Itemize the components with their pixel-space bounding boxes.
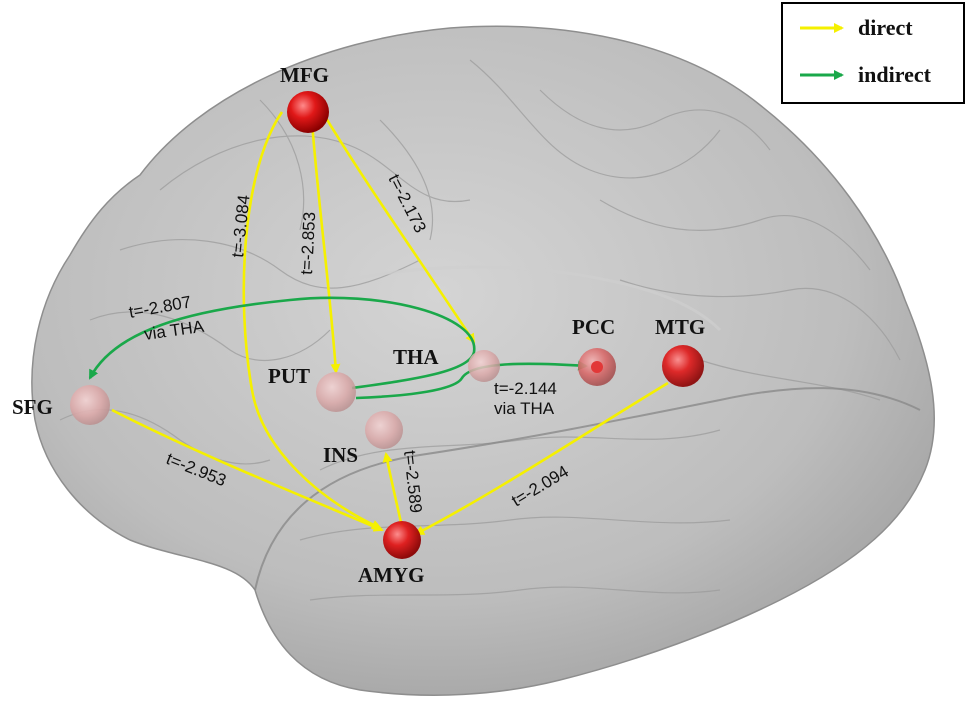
label-pcc: PCC xyxy=(572,315,615,339)
node-amyg xyxy=(383,521,421,559)
node-mtg xyxy=(662,345,704,387)
node-sfg xyxy=(70,385,110,425)
edge-mfg-put xyxy=(310,121,341,374)
edge-ins-amyg xyxy=(382,452,404,528)
label-amyg: AMYG xyxy=(358,563,425,587)
edge-mfg-amyg xyxy=(242,111,382,530)
edge-label-put-pcc-via: via THA xyxy=(494,399,555,418)
legend-box xyxy=(781,2,965,104)
direct-edges xyxy=(111,111,669,536)
node-ins xyxy=(365,411,403,449)
edge-mfg-tha xyxy=(324,117,476,344)
node-pcc-core xyxy=(591,361,603,373)
node-put xyxy=(316,372,356,412)
edge-put-sfg-via-tha xyxy=(88,296,476,390)
label-put: PUT xyxy=(268,364,310,388)
legend-indirect-label: indirect xyxy=(858,62,932,87)
indirect-edges xyxy=(88,296,588,400)
legend: direct indirect xyxy=(781,2,965,104)
label-mfg: MFG xyxy=(280,63,329,87)
edge-label-mfg-put: t=-2.853 xyxy=(297,211,319,275)
node-mfg xyxy=(287,91,329,133)
edge-mtg-amyg xyxy=(414,381,669,536)
label-tha: THA xyxy=(393,345,439,369)
region-labels: MFG SFG PUT THA PCC MTG INS AMYG xyxy=(12,63,705,587)
legend-direct-label: direct xyxy=(858,15,913,40)
label-mtg: MTG xyxy=(655,315,705,339)
edge-put-pcc-via-tha xyxy=(355,360,588,400)
edge-label-put-pcc: t=-2.144 xyxy=(494,379,557,398)
region-nodes xyxy=(70,91,704,559)
edge-sfg-amyg xyxy=(111,408,384,532)
label-sfg: SFG xyxy=(12,395,53,419)
node-tha xyxy=(468,350,500,382)
label-ins: INS xyxy=(323,443,358,467)
